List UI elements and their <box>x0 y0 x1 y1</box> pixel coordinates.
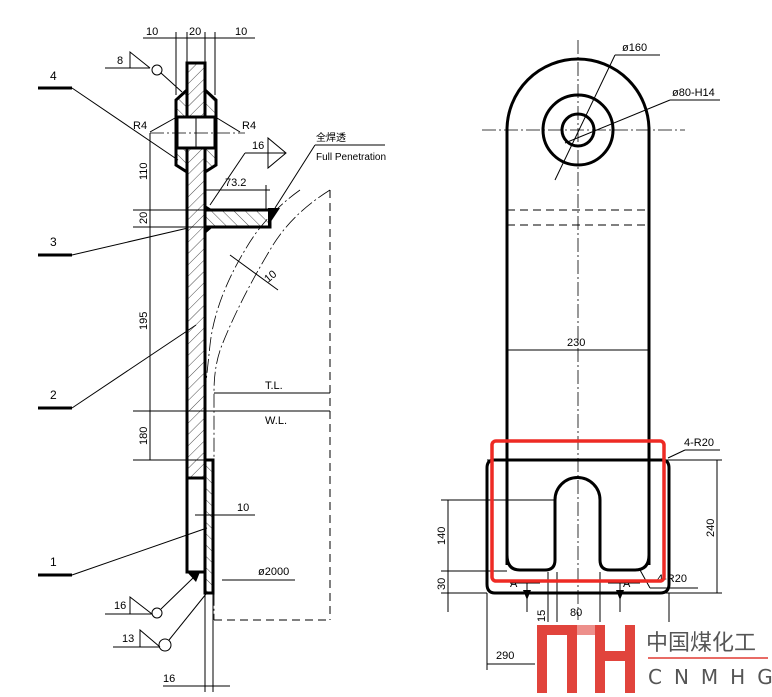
svg-text:3: 3 <box>50 235 57 249</box>
weld-size-13: 13 <box>122 633 134 645</box>
gusset-plate <box>203 208 272 229</box>
part-label-1: 1 <box>38 527 208 577</box>
slot-outline <box>505 460 651 572</box>
dim-10-plate: 10 <box>237 502 249 514</box>
dim-10-left: 10 <box>146 26 158 38</box>
dim-20: 20 <box>189 26 201 38</box>
watermark-name-en: CNMHG <box>648 665 772 689</box>
cnmhg-logo-mark <box>537 625 635 693</box>
lug-body <box>505 57 651 565</box>
full-penetration-en: Full Penetration <box>316 152 386 163</box>
hole-inner-diameter: ø80-H14 <box>672 87 715 99</box>
part-label-3: 3 <box>38 227 189 257</box>
section-mark-a-left: A <box>510 578 518 590</box>
section-mark-a-right: A <box>623 578 631 590</box>
radius-r4-right: R4 <box>242 120 256 132</box>
width-230: 230 <box>567 337 585 349</box>
dim-15: 15 <box>536 610 548 622</box>
dim-16-bottom: 16 <box>163 673 175 685</box>
dim-180: 180 <box>138 427 150 445</box>
dim-110: 110 <box>138 162 150 180</box>
watermark-name-cn: 中国煤化工 <box>646 631 756 656</box>
svg-text:1: 1 <box>50 555 57 569</box>
vessel-shell-inner <box>213 189 331 620</box>
corner-radius-top: 4-R20 <box>684 437 714 449</box>
weld-size-16-gusset: 16 <box>252 140 264 152</box>
height-240: 240 <box>705 519 717 537</box>
dim-30: 30 <box>436 578 448 590</box>
cnmhg-watermark: 中国煤化工 CNMHG <box>537 625 772 693</box>
hole-outer <box>541 93 615 167</box>
svg-text:2: 2 <box>50 388 57 402</box>
full-penetration-cn: 全焊透 <box>316 131 346 144</box>
base-width-290: 290 <box>496 650 514 662</box>
weld-size-16-bottom: 16 <box>114 600 126 612</box>
highlight-box <box>490 439 666 583</box>
weld-size-8: 8 <box>117 55 123 67</box>
radius-r4-left: R4 <box>133 120 147 132</box>
dim-140: 140 <box>436 527 448 545</box>
weld-line-label: W.L. <box>265 415 287 427</box>
dim-195: 195 <box>138 312 150 330</box>
tangent-line-label: T.L. <box>265 380 283 392</box>
hole-outer-diameter: ø160 <box>622 42 647 54</box>
dim-10-shell: 10 <box>262 268 279 285</box>
hole-inner <box>560 112 596 148</box>
slot-width-80: 80 <box>570 607 582 619</box>
diameter-2000: ø2000 <box>258 566 289 578</box>
part-label-2: 2 <box>38 324 197 410</box>
dim-10-right: 10 <box>235 26 247 38</box>
part-label-4: 4 <box>38 69 179 161</box>
side-view: 10 20 10 8 R4 R4 73.2 16 全焊透 Full Penetr… <box>38 26 386 692</box>
front-view: ø160 ø80-H14 230 240 4-R20 4-R20 140 30 … <box>436 40 722 670</box>
reinforcing-pad <box>203 458 215 595</box>
svg-text:4: 4 <box>50 69 57 83</box>
dim-20-vertical: 20 <box>138 212 150 224</box>
dim-73-2: 73.2 <box>225 177 246 189</box>
